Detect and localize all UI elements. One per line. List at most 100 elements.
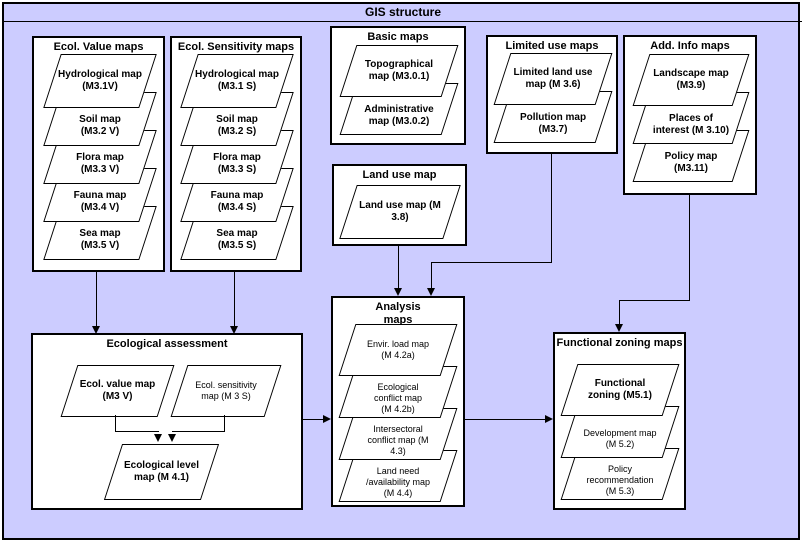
group-title: Land use map xyxy=(362,169,437,181)
sheet-code: map (M3.0.1) xyxy=(368,71,430,82)
sheet-code: (M3.5 S) xyxy=(217,239,257,251)
connector-sensitivity-to-assessment xyxy=(234,272,235,326)
group-title: Functional zoning maps xyxy=(556,337,683,349)
sheet-label: Landscape map xyxy=(653,68,729,79)
connector-value-to-assessment xyxy=(96,272,97,326)
map-sheet-envir-load: Envir. load map(M 4.2a) xyxy=(338,324,458,376)
group-title: Limited use maps xyxy=(505,40,599,52)
sheet-label: Topographical xyxy=(364,59,434,70)
sheet-code: (M 5.2) xyxy=(605,438,635,449)
map-sheet-landscape: Landscape map(M3.9) xyxy=(632,54,750,106)
map-sheet-ecol-value: Ecol. value map(M3 V) xyxy=(60,365,175,417)
sheet-code: (M3.4 V) xyxy=(80,201,120,213)
sheet-code: (M 4.4) xyxy=(383,488,413,498)
sheet-code: 3.8) xyxy=(391,212,409,223)
connector-ecolvalue-to-level-v1 xyxy=(115,415,116,432)
group-title: Ecological assessment xyxy=(106,338,228,350)
group-title: Ecol. Value maps xyxy=(53,41,144,53)
arrow-down-icon xyxy=(230,326,238,334)
sheet-label2: conflict map (M xyxy=(367,435,429,445)
sheet-code: map (M 4.1) xyxy=(133,472,189,483)
sheet-label: Ecol. sensitivity xyxy=(195,380,257,390)
group-add-info-maps: Add. Info maps Landscape map(M3.9) Place… xyxy=(623,35,757,195)
connector-limited-to-analysis-h xyxy=(431,262,552,263)
sheet-code: (M3.11) xyxy=(674,162,708,174)
group-title: Analysis maps xyxy=(375,301,421,326)
arrow-down-icon xyxy=(394,288,402,296)
connector-limited-to-analysis-v1 xyxy=(551,154,552,262)
connector-ecolsens-to-level-v1 xyxy=(224,415,225,432)
sheet-label: Development map xyxy=(583,427,657,438)
group-title: Basic maps xyxy=(367,31,429,43)
group-title: Add. Info maps xyxy=(650,40,730,52)
sheet-code: (M 4.2a) xyxy=(381,350,415,360)
connector-landuse-to-analysis xyxy=(398,246,399,288)
sheet-label2: recommendation xyxy=(586,475,654,485)
connector-ecolvalue-to-level-h xyxy=(115,431,159,432)
sheet-label: Fauna map xyxy=(73,189,127,201)
sheet-label: Functional xyxy=(594,378,646,389)
sheet-code: 4.3) xyxy=(390,446,406,456)
sheet-label: Fauna map xyxy=(210,189,264,201)
sheet-code: (M3.7) xyxy=(538,123,568,135)
sheet-label: Administrative xyxy=(364,103,434,115)
connector-ecolsens-to-level-h xyxy=(172,431,225,432)
sheet-label: Pollution map xyxy=(519,111,587,123)
map-sheet-hydrological-sens: Hydrological map(M3.1 S) xyxy=(180,54,294,108)
arrow-down-icon xyxy=(615,324,623,332)
connector-limited-to-analysis-v2 xyxy=(431,262,432,288)
sheet-label: Sea map xyxy=(216,227,258,239)
sheet-label: Ecological level xyxy=(123,460,200,471)
group-ecological-assessment: Ecological assessment Ecol. value map(M3… xyxy=(31,333,303,510)
sheet-label: Soil map xyxy=(79,113,121,125)
sheet-label2: /availability map xyxy=(365,477,431,487)
sheet-label: Places of xyxy=(669,112,713,124)
sheet-code: (M3.3 V) xyxy=(80,163,120,175)
sheet-label: Soil map xyxy=(216,113,258,125)
group-ecol-value-maps: Ecol. Value maps Hydrological map(M3.1V)… xyxy=(32,36,165,272)
arrow-down-icon xyxy=(154,434,162,442)
sheet-code: (M3.9) xyxy=(676,80,706,91)
arrow-right-icon xyxy=(545,415,553,423)
sheet-label: Ecological xyxy=(377,382,419,392)
sheet-code: (M3.5 V) xyxy=(80,239,120,251)
sheet-code: (M3 V) xyxy=(102,391,133,402)
sheet-label2: conflict map xyxy=(373,393,423,403)
sheet-code: (M3.4 S) xyxy=(217,201,257,213)
arrow-down-icon xyxy=(427,288,435,296)
sheet-label: Limited land use xyxy=(513,67,593,78)
sheet-label: Policy xyxy=(607,464,632,474)
sheet-code: (M3.2 V) xyxy=(80,125,120,137)
group-title: Ecol. Sensitivity maps xyxy=(177,41,295,53)
sheet-code: (M3.1V) xyxy=(82,81,118,92)
sheet-code: (M 5.3) xyxy=(605,486,635,496)
sheet-code: map (M3.0.2) xyxy=(368,115,430,127)
connector-addinfo-to-zoning-v1 xyxy=(689,195,690,300)
connector-analysis-to-zoning xyxy=(465,419,545,420)
group-ecol-sensitivity-maps: Ecol. Sensitivity maps Hydrological map(… xyxy=(170,36,302,272)
map-sheet-hydrological-value: Hydrological map(M3.1V) xyxy=(43,54,157,108)
connector-addinfo-to-zoning-h xyxy=(619,300,690,301)
connector-addinfo-to-zoning-v2 xyxy=(619,300,620,324)
sheet-label: Flora map xyxy=(76,151,124,163)
sheet-code: map (M 3 S) xyxy=(201,391,251,401)
arrow-down-icon xyxy=(168,434,176,442)
sheet-label: Sea map xyxy=(79,227,121,239)
sheet-label: Intersectoral xyxy=(373,424,423,434)
sheet-label: Hydrological map xyxy=(58,69,142,80)
sheet-code: interest (M 3.10) xyxy=(652,124,730,136)
arrow-right-icon xyxy=(323,415,331,423)
sheet-code: zoning (M5.1) xyxy=(588,390,652,401)
arrow-down-icon xyxy=(92,326,100,334)
connector-assessment-to-analysis xyxy=(303,419,323,420)
sheet-label: Policy map xyxy=(664,150,718,162)
